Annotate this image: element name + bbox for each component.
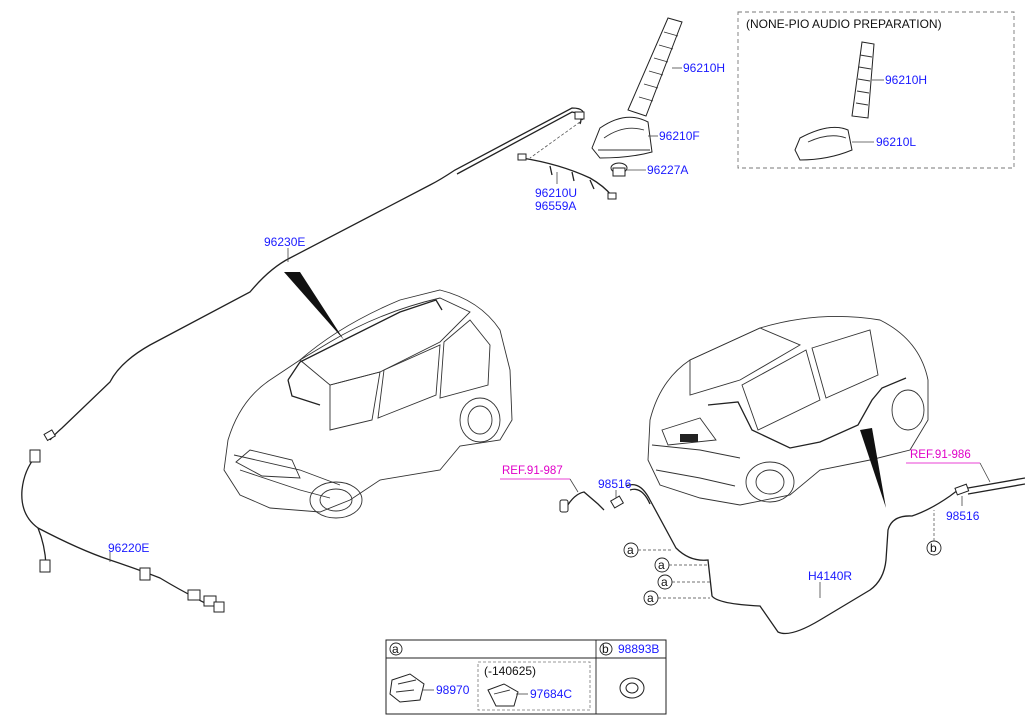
svg-text:a: a: [647, 591, 654, 605]
part-96227A[interactable]: 96227A: [647, 163, 688, 177]
legend-part-98970[interactable]: 98970: [436, 683, 470, 697]
antenna-base[interactable]: [591, 116, 653, 159]
inset-part-96210L[interactable]: 96210L: [876, 135, 916, 149]
part-96210H[interactable]: 96210H: [683, 61, 725, 75]
clip-98970-icon[interactable]: [389, 673, 425, 703]
legend-a-label: a: [392, 642, 399, 656]
part-H4140R[interactable]: H4140R: [808, 569, 852, 583]
callout-a-2[interactable]: a: [654, 557, 708, 573]
legend-table: a b 98893B 98970 (-140625) 97684C: [385, 639, 667, 715]
part-96230E[interactable]: 96230E: [264, 235, 305, 249]
part-96220E[interactable]: 96220E: [108, 541, 149, 555]
legend-sub-note: (-140625): [484, 664, 536, 678]
ref-91-986[interactable]: REF.91-986: [910, 449, 971, 461]
ref-91-987[interactable]: REF.91-987: [502, 465, 563, 477]
svg-text:a: a: [627, 543, 634, 557]
svg-text:a: a: [661, 575, 668, 589]
inset-antenna-rod[interactable]: [851, 41, 875, 119]
inset-title: (NONE-PIO AUDIO PREPARATION): [746, 17, 942, 31]
clip-97684C-icon[interactable]: [487, 683, 519, 707]
antenna-cable-96230E[interactable]: [43, 107, 585, 442]
inset-antenna-base[interactable]: [794, 126, 853, 161]
connector-98516-right[interactable]: [954, 477, 1025, 496]
antenna-cable-96220E[interactable]: [21, 449, 225, 613]
part-96210F[interactable]: 96210F: [659, 129, 700, 143]
antenna-nut[interactable]: [610, 162, 628, 177]
connector-98516-left[interactable]: [559, 491, 625, 513]
part-98516-left[interactable]: 98516: [598, 477, 632, 491]
svg-text:a: a: [658, 558, 665, 572]
svg-text:b: b: [930, 541, 937, 555]
part-98516-right[interactable]: 98516: [946, 509, 980, 523]
feeder-harness[interactable]: [517, 153, 617, 200]
part-96210U[interactable]: 96210U: [535, 186, 577, 200]
callout-b[interactable]: b: [926, 510, 942, 556]
callout-a-1[interactable]: a: [623, 542, 672, 558]
callout-a-4[interactable]: a: [643, 590, 710, 606]
car-rear-view: [647, 315, 929, 506]
car-front-view: [223, 289, 513, 519]
callout-a-3[interactable]: a: [657, 574, 710, 590]
legend-b-label: b: [602, 642, 609, 656]
legend-part-98893B[interactable]: 98893B: [618, 642, 659, 656]
inset-part-96210H[interactable]: 96210H: [885, 73, 927, 87]
inset-none-pio: (NONE-PIO AUDIO PREPARATION) 96210H 9621…: [737, 11, 1015, 169]
part-96559A[interactable]: 96559A: [535, 199, 576, 213]
washer-hose-H4140R[interactable]: [625, 483, 959, 635]
antenna-rod[interactable]: [627, 17, 683, 117]
grommet-98893B-icon[interactable]: [619, 677, 645, 699]
legend-part-97684C[interactable]: 97684C: [530, 687, 572, 701]
